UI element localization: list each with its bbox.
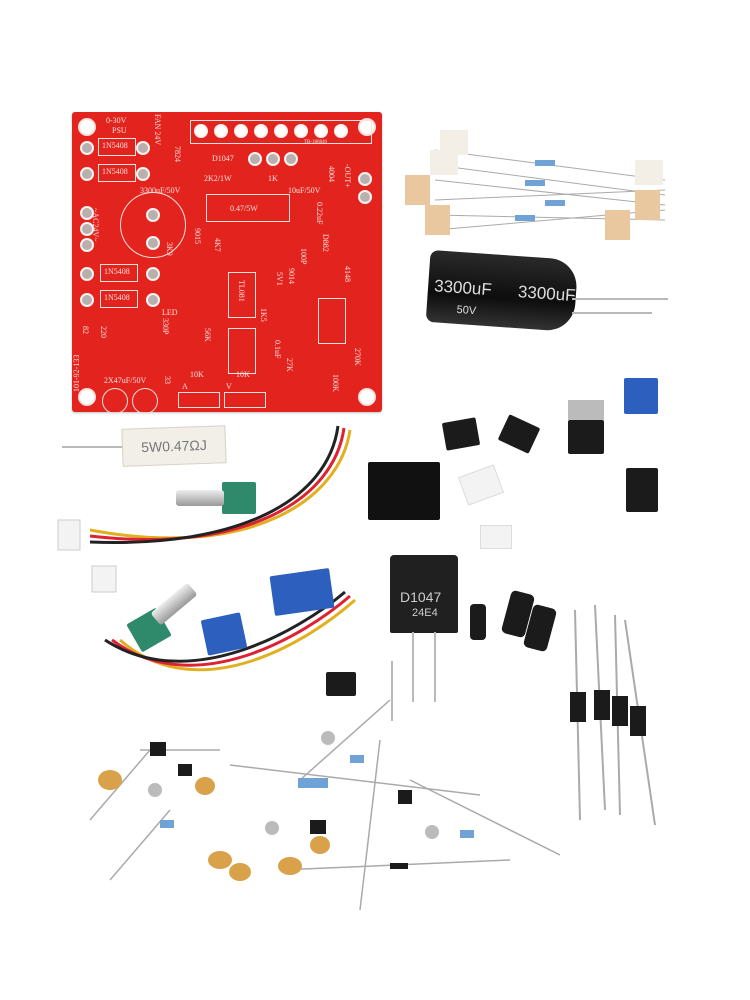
pcb-label: V [226, 382, 232, 391]
regulator-tab [568, 400, 604, 420]
mount-hole [78, 118, 96, 136]
pcb-label: A [182, 382, 188, 391]
cap-outline [132, 388, 158, 414]
transistor-part: D1047 [400, 589, 442, 605]
pcb-label: 1N5408 [104, 267, 130, 276]
ic-outline [228, 328, 256, 374]
terminal-block-3pin [269, 568, 335, 616]
pcb-label: 3300uF/50V [140, 186, 181, 195]
connector-header [458, 464, 504, 506]
pcb-label: 330P [161, 318, 170, 335]
pcb-label: 10K [190, 370, 204, 379]
pcb-label: 82 [81, 326, 90, 334]
pcb-label: 1N5408 [104, 293, 130, 302]
loose-components [89, 699, 560, 910]
pcb-label: 0.1uF [273, 340, 282, 359]
capacitor-outline [120, 192, 186, 258]
power-transistor: D1047 24E4 [390, 555, 458, 633]
small-capacitor [470, 604, 486, 640]
pcb-label: D882 [321, 234, 330, 252]
pcb-label: TL081 [237, 280, 246, 302]
pcb-label: 220 [99, 326, 108, 338]
pcb-label: 270K [353, 348, 362, 366]
transistor-lead [434, 632, 436, 702]
ic-chip [441, 417, 481, 451]
pcb-label: 0.22uF [315, 202, 324, 225]
pcb-label: 10uF/50V [288, 186, 321, 195]
pcb-label: FAN 24V [153, 114, 162, 146]
pcb-label: 2X47uF/50V [104, 376, 147, 385]
pcb-label: 0.47/5W [230, 204, 258, 213]
mount-hole [78, 388, 96, 406]
pcb-label: 7824 [173, 146, 182, 162]
pad-row [194, 124, 348, 138]
pcb-label: 100P [299, 248, 308, 265]
pcb-label: LED [162, 308, 178, 317]
pcb-board: 0-30V PSU FAN 24V TB-186840 1N5408 1N540… [72, 112, 382, 414]
potentiometer-shaft [176, 490, 224, 506]
transistor-d882 [626, 468, 658, 512]
diodes [570, 604, 656, 826]
pcb-label: PSU [112, 126, 127, 135]
pcb-label: 56K [203, 328, 212, 342]
transistor-code: 24E4 [412, 607, 438, 619]
pcb-label: 1K5 [259, 308, 268, 322]
transistor-lead [412, 632, 414, 702]
capacitor-lead [572, 298, 668, 300]
pcb-label: 5V1 [275, 272, 284, 286]
heatsink-outline [190, 120, 372, 144]
diode-outline [98, 164, 136, 182]
pcb-label: D1047 [212, 154, 234, 163]
pcb-label: 33 [163, 376, 172, 384]
pcb-label: 3K9 [165, 242, 174, 256]
pcb-label: 1N5408 [102, 167, 128, 176]
pcb-label: 27K [285, 358, 294, 372]
capacitor-value: 3300uF [517, 282, 577, 306]
pcb-label: 4148 [343, 266, 352, 282]
capacitor-value: 3300uF [433, 276, 493, 300]
pcb-label: 4K7 [213, 238, 222, 252]
capacitor-lead [572, 312, 652, 314]
pcb-label: TB-186840 [304, 140, 328, 145]
pcb-label: 10K [236, 370, 250, 379]
cap-outline [102, 388, 128, 414]
pcb-label: 4004 [327, 166, 336, 182]
pcb-label: 100K [331, 374, 340, 392]
diode-outline [98, 138, 136, 156]
pcb-label: 101-92-133 [72, 354, 81, 392]
pcb-label: -OUT+ [343, 164, 352, 188]
resistor-bundle [405, 130, 666, 240]
diode-outline [100, 264, 138, 282]
pcb-label: 1N5408 [102, 141, 128, 150]
diode-outline [100, 290, 138, 308]
heatsink [368, 462, 440, 520]
pcb-label: 0-30V [106, 116, 127, 125]
pot-outline [178, 392, 220, 408]
ic-chip [326, 672, 356, 696]
shunt-outline [206, 194, 290, 222]
trimmer-potentiometer [624, 378, 658, 414]
mount-hole [358, 388, 376, 406]
ic-outline [318, 298, 346, 344]
ic-chip [497, 414, 541, 454]
pcb-label: 1K [268, 174, 278, 183]
pot-outline [224, 392, 266, 408]
resistor-lead [62, 446, 132, 448]
pcb-label: 9015 [193, 228, 202, 244]
voltage-regulator [568, 420, 604, 454]
pcb-label: 2K2/1W [204, 174, 232, 183]
potentiometer-base [222, 482, 256, 514]
wire-harnesses [57, 425, 356, 672]
pcb-label: 9014 [287, 268, 296, 284]
ic-outline [228, 272, 256, 318]
connector-header [480, 525, 512, 549]
capacitor-voltage: 50V [456, 303, 477, 318]
electrolytic-capacitor-3300uf: 3300uF 3300uF 50V [425, 249, 579, 333]
